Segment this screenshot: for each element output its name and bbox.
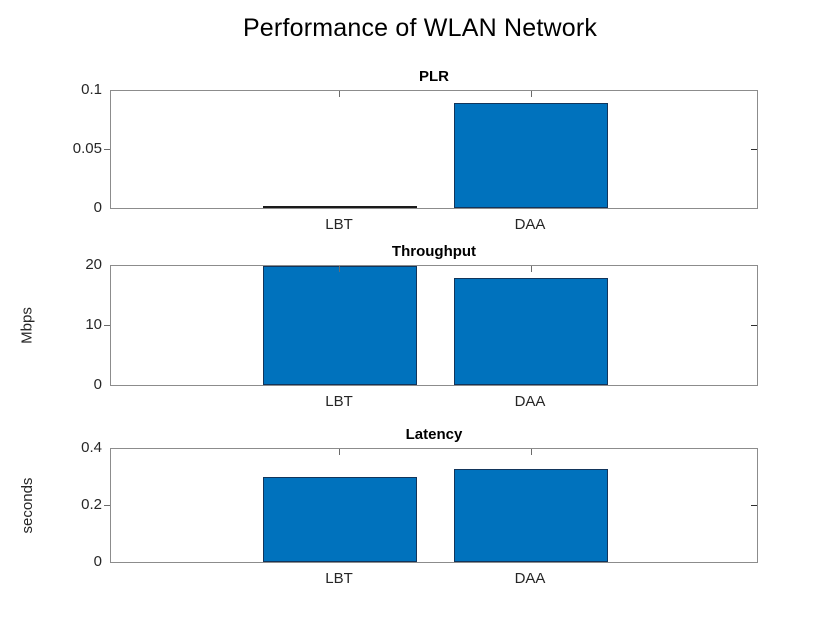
subplot-latency: Latency 0.4 0.2 0 seconds LBT DAA xyxy=(0,426,840,587)
bars-layer-plr xyxy=(111,91,757,208)
plot-area-throughput xyxy=(110,265,758,386)
ytick-mark-plr-mid-right xyxy=(751,149,757,150)
bar-throughput-daa[interactable] xyxy=(454,278,608,385)
plot-area-plr xyxy=(110,90,758,209)
xtick-label-latency-daa: DAA xyxy=(514,570,546,587)
ytick-mark-plr-mid xyxy=(104,149,110,150)
subplot-title-throughput: Throughput xyxy=(391,243,477,260)
yaxis-title-throughput: Mbps xyxy=(18,307,36,344)
xtick-mark-latency-daa-top xyxy=(531,449,532,455)
bar-latency-lbt[interactable] xyxy=(263,477,417,562)
ytick-label-plr-0: 0 xyxy=(93,199,102,216)
ytick-mark-throughput-mid xyxy=(104,325,110,326)
xtick-mark-plr-daa-top xyxy=(531,91,532,97)
bars-layer-latency xyxy=(111,449,757,562)
ytick-label-plr-2: 0.1 xyxy=(81,81,102,98)
ytick-label-latency-1: 0.2 xyxy=(81,496,102,513)
bar-plr-daa[interactable] xyxy=(454,103,608,208)
ytick-label-throughput-1: 10 xyxy=(85,316,102,333)
xtick-label-throughput-daa: DAA xyxy=(514,393,546,410)
bar-throughput-lbt[interactable] xyxy=(263,266,417,385)
yaxis-title-latency: seconds xyxy=(19,477,36,534)
xtick-label-throughput-lbt: LBT xyxy=(325,393,353,410)
ytick-label-latency-2: 0.4 xyxy=(81,439,102,456)
bar-latency-daa[interactable] xyxy=(454,469,608,562)
xtick-mark-throughput-lbt-top xyxy=(339,266,340,272)
xtick-label-plr-daa: DAA xyxy=(514,216,546,233)
ytick-mark-latency-mid-right xyxy=(751,505,757,506)
xtick-mark-plr-lbt-top xyxy=(339,91,340,97)
ytick-label-latency-0: 0 xyxy=(93,553,102,570)
subplot-title-plr: PLR xyxy=(419,68,449,85)
ytick-label-throughput-2: 20 xyxy=(85,256,102,273)
xtick-mark-latency-lbt-top xyxy=(339,449,340,455)
plot-area-latency xyxy=(110,448,758,563)
subplot-plr: PLR 0.1 0.05 0 LBT DAA xyxy=(0,68,840,233)
xtick-label-latency-lbt: LBT xyxy=(325,570,353,587)
bar-plr-lbt[interactable] xyxy=(263,206,417,208)
page-title: Performance of WLAN Network xyxy=(242,14,598,42)
ytick-mark-latency-mid xyxy=(104,505,110,506)
ytick-mark-throughput-mid-right xyxy=(751,325,757,326)
subplot-throughput: Throughput 20 10 0 Mbps LBT DAA xyxy=(0,243,840,410)
ytick-label-plr-1: 0.05 xyxy=(72,140,102,157)
ytick-label-throughput-0: 0 xyxy=(93,376,102,393)
xtick-mark-throughput-daa-top xyxy=(531,266,532,272)
xtick-label-plr-lbt: LBT xyxy=(325,216,353,233)
subplot-title-latency: Latency xyxy=(405,426,463,443)
bars-layer-throughput xyxy=(111,266,757,385)
